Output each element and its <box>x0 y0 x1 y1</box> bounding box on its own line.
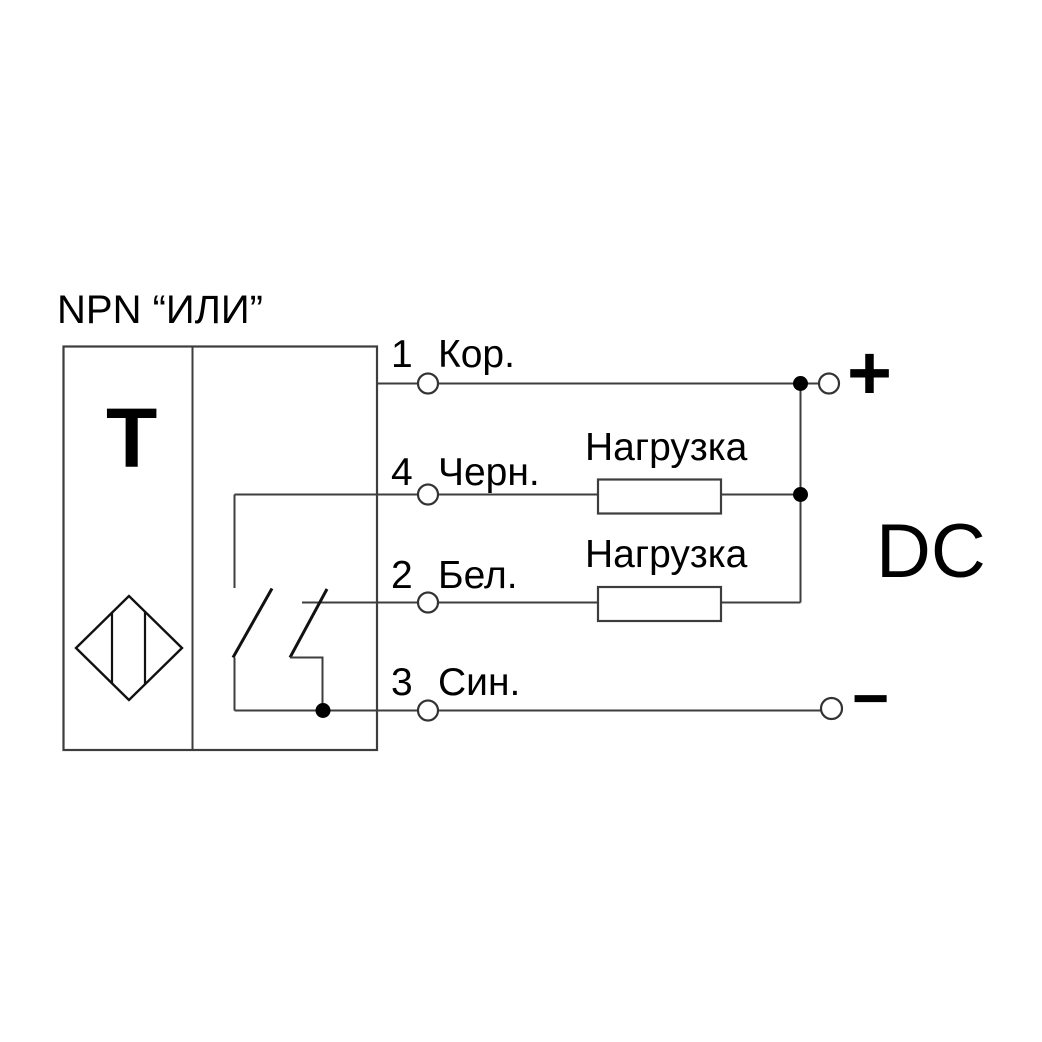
pin-2-color-label: Бел. <box>438 554 518 597</box>
pin-2-terminal-circle <box>416 591 440 614</box>
pin-4-terminal-circle <box>416 483 440 506</box>
sensor-body-box <box>62 345 379 752</box>
plus-terminal-circle <box>817 372 841 395</box>
load-2-box <box>596 585 723 623</box>
load-2-label: Нагрузка <box>585 533 748 576</box>
pin-3-color-label: Син. <box>438 661 521 704</box>
pin-2-number: 2 <box>391 554 413 597</box>
minus-terminal-label: − <box>852 662 890 734</box>
pin-1-terminal-circle <box>416 372 440 395</box>
load-1-label: Нагрузка <box>585 426 748 469</box>
pin-1-number: 1 <box>391 333 413 376</box>
plus-terminal-label: + <box>847 330 892 416</box>
junction-dot-plus <box>793 376 808 391</box>
pin-3-number: 3 <box>391 661 413 704</box>
pin-1-color-label: Кор. <box>438 333 515 376</box>
junction-dot-load1 <box>793 487 808 502</box>
junction-dot-internal <box>315 703 331 718</box>
switch-right-contact-arm <box>288 588 329 659</box>
switch-right-lower-lead <box>290 656 324 711</box>
load-1-box <box>596 478 723 515</box>
minus-terminal-circle <box>819 696 844 721</box>
sensor-diamond-icon <box>74 594 184 702</box>
pin-3-terminal-circle <box>416 699 440 722</box>
diagram-title: NPN “ИЛИ” <box>57 288 263 332</box>
switch-left-contact-arm <box>231 587 274 659</box>
dc-supply-label: DC <box>876 509 986 594</box>
sensor-type-letter: T <box>106 391 158 485</box>
pin-4-number: 4 <box>391 451 413 494</box>
pin-4-color-label: Черн. <box>438 451 540 494</box>
